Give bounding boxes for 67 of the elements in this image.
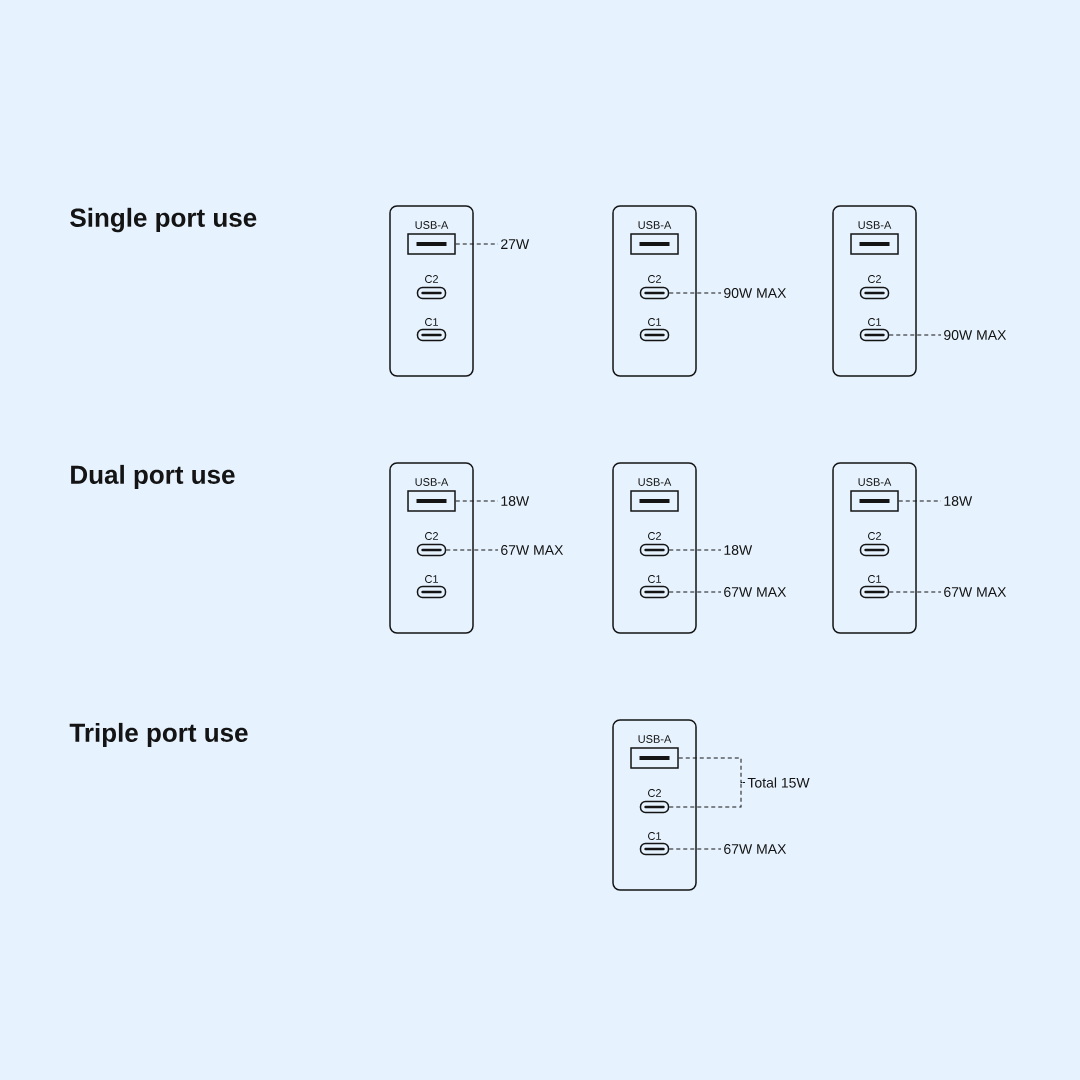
usb-c-port (859, 585, 890, 599)
power-label: 90W MAX (944, 330, 1007, 340)
port-label: C2 (425, 275, 438, 283)
port-label: C2 (868, 275, 881, 283)
power-label: 18W (724, 545, 753, 555)
usb-a-port (630, 233, 679, 255)
leader-line (445, 549, 499, 551)
leader-line (668, 549, 722, 551)
port-label: C1 (868, 318, 881, 326)
usb-c-port (639, 328, 670, 342)
port-label: C2 (648, 532, 661, 540)
power-label: 67W MAX (944, 587, 1007, 597)
power-label: 67W MAX (501, 545, 564, 555)
section-heading: Dual port use (71, 464, 235, 490)
port-label: C1 (425, 575, 438, 583)
leader-line (888, 334, 942, 336)
port-label: USB-A (638, 478, 672, 486)
leader-line (898, 500, 942, 502)
leader-line (668, 782, 746, 808)
port-label: USB-A (415, 478, 449, 486)
port-label: C1 (425, 318, 438, 326)
port-label: C1 (648, 832, 661, 840)
usb-c-port (416, 328, 447, 342)
usb-a-port (407, 233, 456, 255)
usb-c-port (639, 842, 670, 856)
power-label: 67W MAX (724, 587, 787, 597)
power-label: 18W (944, 496, 973, 506)
port-label: USB-A (638, 735, 672, 743)
port-label: C2 (648, 789, 661, 797)
section-heading: Single port use (70, 207, 257, 233)
power-label: 27W (501, 239, 530, 249)
usb-c-port (639, 585, 670, 599)
port-label: C2 (868, 532, 881, 540)
usb-c-port (639, 286, 670, 300)
port-label: USB-A (858, 221, 892, 229)
usb-c-port (416, 585, 447, 599)
port-label: C1 (648, 575, 661, 583)
usb-c-port (639, 543, 670, 557)
section-heading: Triple port use (69, 722, 248, 748)
leader-line (888, 591, 942, 593)
power-label: 90W MAX (724, 288, 787, 298)
usb-c-port (859, 543, 890, 557)
usb-a-port (850, 233, 899, 255)
usb-c-port (859, 286, 890, 300)
leader-line (668, 591, 722, 593)
usb-a-port (630, 747, 679, 769)
leader-line (668, 848, 722, 850)
leader-line (455, 500, 499, 502)
port-label: USB-A (858, 478, 892, 486)
port-label: C2 (425, 532, 438, 540)
usb-c-port (639, 800, 670, 814)
usb-a-port (850, 490, 899, 512)
power-label: 67W MAX (724, 844, 787, 854)
usb-a-port (630, 490, 679, 512)
port-label: C2 (648, 275, 661, 283)
port-label: C1 (868, 575, 881, 583)
usb-c-port (416, 543, 447, 557)
leader-line (668, 292, 722, 294)
leader-line (455, 243, 499, 245)
port-label: USB-A (638, 221, 672, 229)
usb-a-port (407, 490, 456, 512)
port-label: USB-A (415, 221, 449, 229)
usb-c-port (416, 286, 447, 300)
power-label: 18W (501, 496, 530, 506)
port-label: C1 (648, 318, 661, 326)
usb-c-port (859, 328, 890, 342)
power-label: Total 15W (747, 777, 810, 788)
